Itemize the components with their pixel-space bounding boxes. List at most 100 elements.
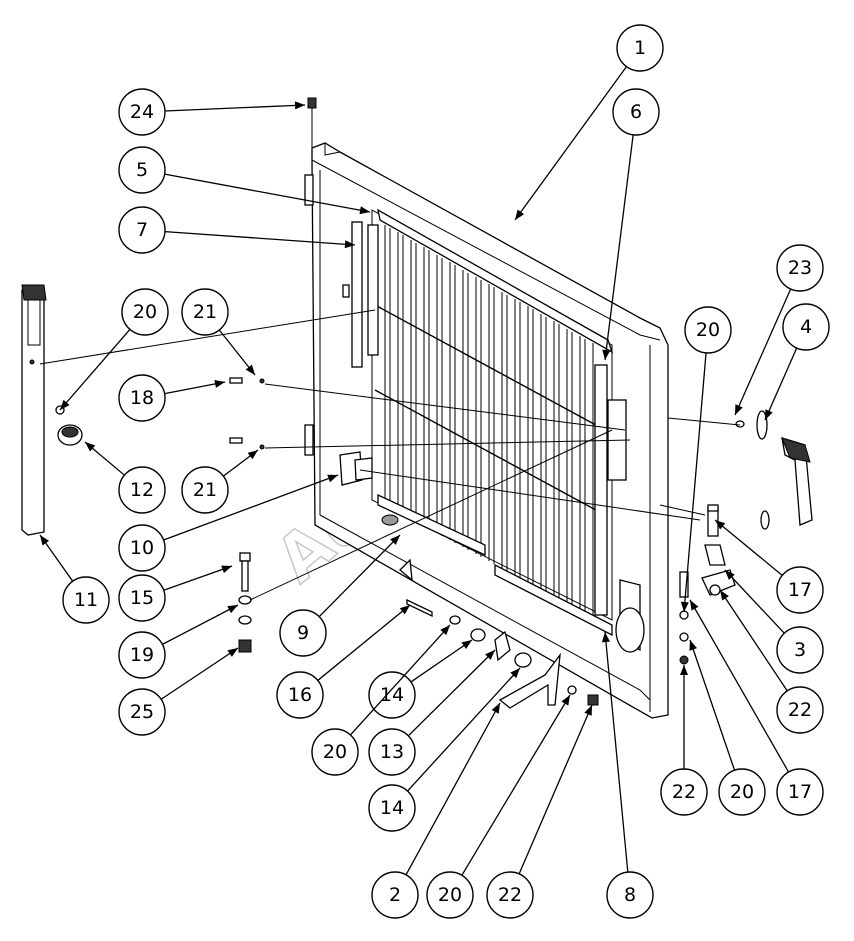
screws [229,284,350,450]
callout-14a: 14 [368,639,473,719]
leader-arrow-17b [690,600,699,611]
callout-label-20b: 20 [696,319,720,341]
callout-label-20d: 20 [730,781,754,803]
door-handle [735,410,813,530]
callout-circle-12 [118,466,166,514]
callout-circle-3 [776,626,824,674]
bolt-stack [238,552,252,653]
leader-line-20e [461,694,571,876]
callout-label-8: 8 [624,884,636,906]
callout-24: 24 [118,88,306,136]
callout-circle-22b [660,768,708,816]
leader-arrow-22c [584,705,592,716]
callout-label-17a: 17 [788,579,812,601]
callout-circle-4 [782,303,830,351]
callout-label-19: 19 [130,644,154,666]
leader-line-5 [164,173,371,213]
explode-lines [39,309,741,601]
leader-line-19 [162,604,239,645]
callout-circle-1 [616,24,664,72]
callout-circle-21a [181,288,229,336]
door-frame [304,142,669,719]
callout-20c: 20 [311,624,451,776]
callout-label-21a: 21 [193,301,217,323]
callout-3: 3 [724,569,824,674]
leader-arrow-15 [221,565,232,574]
callout-17a: 17 [714,519,824,614]
leader-line-15 [163,565,233,591]
callout-label-21b: 21 [193,479,217,501]
leader-arrow-11 [40,535,50,546]
leader-line-18 [164,381,226,395]
leader-line-9 [318,534,401,618]
callout-circle-17b [776,768,824,816]
callout-label-20c: 20 [323,741,347,763]
callout-circle-8 [606,871,654,919]
leader-line-20d [689,639,736,771]
callout-circle-24 [118,88,166,136]
leader-line-17b [689,599,790,773]
callout-circle-11 [62,576,110,624]
callout-22b: 22 [660,665,708,816]
callout-circle-17a [776,566,824,614]
leader-line-6 [604,134,634,361]
callout-15: 15 [118,565,233,622]
callout-circle-14a [368,671,416,719]
leader-arrow-20c [440,625,450,636]
leader-line-13 [407,649,496,737]
leader-arrow-22b [680,665,688,675]
leader-arrow-21b [247,450,258,460]
leader-arrow-17a [715,520,726,530]
leader-arrow-3 [725,570,735,581]
callout-circle-19 [118,631,166,679]
leader-line-14a [410,639,473,683]
leader-line-20a [59,328,131,411]
callout-22a: 22 [719,589,824,734]
leader-arrow-24 [294,101,305,110]
callout-label-20e: 20 [438,884,462,906]
handle-bar [21,284,47,536]
callout-5: 5 [118,146,371,215]
leader-arrow-1 [515,209,525,220]
callout-circle-10 [118,524,166,572]
leader-line-20b [683,352,707,613]
leader-arrow-20a [60,399,70,410]
leader-arrow-19 [227,605,238,614]
callout-6: 6 [602,88,660,361]
callout-circle-7 [118,206,166,254]
callout-circle-22a [776,686,824,734]
callout-7: 7 [118,206,356,254]
knob [55,405,83,446]
leader-line-22c [518,704,593,875]
callout-label-11: 11 [74,589,98,611]
callout-circle-9 [279,609,327,657]
callout-label-2: 2 [389,884,401,906]
callout-label-18: 18 [130,387,154,409]
leader-arrow-20e [561,695,570,706]
leader-arrow-4 [765,409,773,420]
callout-label-7: 7 [136,219,148,241]
leader-arrow-22a [720,590,729,601]
callout-label-12: 12 [130,479,154,501]
callout-12: 12 [84,441,166,514]
leader-arrow-21a [245,364,255,375]
leader-line-3 [724,569,785,634]
leader-line-22a [719,589,788,692]
callout-circle-25 [118,688,166,736]
leader-arrow-16 [399,605,410,615]
callout-circle-20a [121,288,169,336]
leader-arrow-5 [359,206,370,215]
callout-label-3: 3 [794,639,806,661]
callout-circle-20b [684,306,732,354]
leader-arrow-10 [327,474,338,483]
callout-21b: 21 [181,449,259,514]
callout-2: 2 [371,702,501,919]
leader-arrow-2 [491,703,500,714]
callout-8: 8 [601,631,654,919]
leader-arrow-14b [510,668,520,679]
leader-arrow-20b [680,601,689,612]
leader-arrow-8 [601,632,610,643]
leader-arrow-7 [344,240,355,249]
callout-label-6: 6 [630,101,642,123]
leader-line-17a [714,519,783,576]
